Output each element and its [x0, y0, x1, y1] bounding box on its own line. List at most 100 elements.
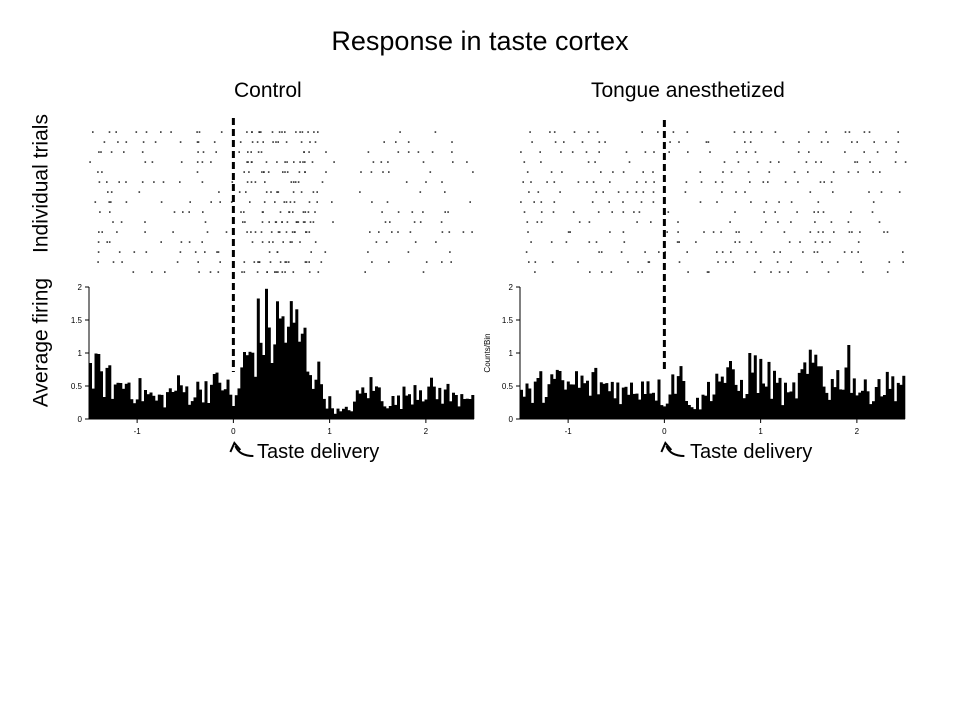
psth-bar: [528, 388, 532, 419]
raster-tick: [902, 251, 904, 253]
raster-tick: [314, 211, 316, 213]
raster-tick: [815, 161, 817, 163]
raster-tick: [797, 151, 800, 153]
raster-tick: [695, 241, 697, 243]
raster-tick: [658, 251, 660, 253]
psth-bar: [630, 382, 633, 419]
raster-tick: [897, 131, 899, 133]
psth-bar: [452, 392, 455, 419]
raster-tick: [284, 171, 286, 173]
raster-tick: [283, 201, 286, 203]
raster-tick: [263, 201, 266, 203]
raster-tick: [814, 241, 817, 243]
raster-tick: [407, 151, 410, 153]
raster-tick: [299, 241, 301, 243]
raster-tick: [125, 181, 127, 183]
psth-bar: [234, 395, 238, 419]
psth-bar: [613, 398, 617, 419]
psth-bar: [454, 395, 458, 419]
psth-bar: [421, 401, 425, 419]
raster-tick: [308, 201, 311, 203]
raster-tick: [196, 131, 198, 133]
raster-tick: [304, 161, 306, 163]
x-tick-label: -1: [565, 427, 573, 436]
raster-tick: [444, 211, 446, 213]
psth-bar: [155, 400, 158, 419]
raster-tick: [873, 141, 875, 143]
raster-tick: [872, 201, 875, 203]
psth-bar: [674, 393, 677, 419]
arrow-icon: [665, 445, 685, 457]
raster-tick: [626, 191, 629, 193]
raster-tick: [260, 231, 263, 233]
raster-tick: [747, 171, 750, 173]
psth-bar: [638, 399, 642, 419]
raster-tick: [106, 181, 108, 183]
raster-tick: [279, 261, 282, 263]
psth-bar: [632, 393, 636, 419]
raster-tick: [862, 271, 864, 273]
psth-bar: [525, 383, 529, 419]
raster-tick: [371, 261, 373, 263]
psth-bar: [627, 394, 631, 419]
y-tick-label: 0: [509, 415, 514, 424]
raster-tick: [647, 261, 650, 263]
raster-tick: [243, 271, 246, 273]
raster-tick: [782, 141, 785, 143]
y-tick-label: 1: [509, 349, 514, 358]
raster-tick: [897, 141, 900, 143]
psth-bar: [119, 383, 123, 419]
raster-tick: [650, 221, 652, 223]
raster-tick: [182, 211, 184, 213]
psth-bar: [146, 394, 150, 419]
psth-bar: [594, 367, 598, 419]
psth-bar: [764, 386, 768, 419]
raster-tick: [217, 251, 220, 253]
raster-tick: [244, 221, 246, 223]
raster-tick: [807, 171, 809, 173]
psth-bar: [597, 394, 600, 419]
raster-tick: [397, 211, 400, 213]
psth-bar: [122, 388, 125, 419]
psth-bar: [102, 397, 106, 419]
raster-tick: [706, 271, 709, 273]
psth-bar: [295, 309, 299, 419]
raster-tick: [312, 191, 315, 193]
raster-tick: [220, 131, 223, 133]
raster-tick: [819, 181, 822, 183]
psth-bar: [558, 371, 562, 419]
raster-tick: [600, 251, 603, 253]
psth-bar: [847, 345, 851, 419]
psth-bar: [858, 392, 862, 419]
raster-tick: [553, 181, 556, 183]
raster-tick: [291, 241, 293, 243]
raster-tick: [737, 161, 740, 163]
raster-tick: [305, 261, 308, 263]
psth-bar: [256, 298, 260, 419]
raster-tick: [585, 151, 588, 153]
raster-tick: [749, 181, 751, 183]
x-tick-label: 1: [758, 427, 763, 436]
x-tick-label: 2: [855, 427, 860, 436]
raster-tick: [360, 171, 362, 173]
raster-tick: [261, 241, 264, 243]
psth-bar: [361, 387, 365, 419]
psth-bar: [643, 394, 647, 419]
raster-tick: [617, 191, 620, 193]
raster-tick: [774, 131, 777, 133]
raster-tick: [261, 221, 264, 223]
arrowhead-icon: [660, 441, 673, 453]
raster-tick: [531, 141, 533, 143]
psth-bar: [333, 413, 337, 419]
raster-tick: [820, 161, 822, 163]
raster-tick: [773, 251, 775, 253]
raster-tick: [687, 151, 689, 153]
raster-tick: [243, 261, 246, 263]
raster-tick: [578, 221, 581, 223]
raster-tick: [243, 211, 245, 213]
raster-tick: [310, 251, 312, 253]
raster-tick: [879, 171, 881, 173]
raster-tick: [278, 131, 281, 133]
raster-tick: [788, 241, 791, 243]
raster-tick: [765, 221, 767, 223]
